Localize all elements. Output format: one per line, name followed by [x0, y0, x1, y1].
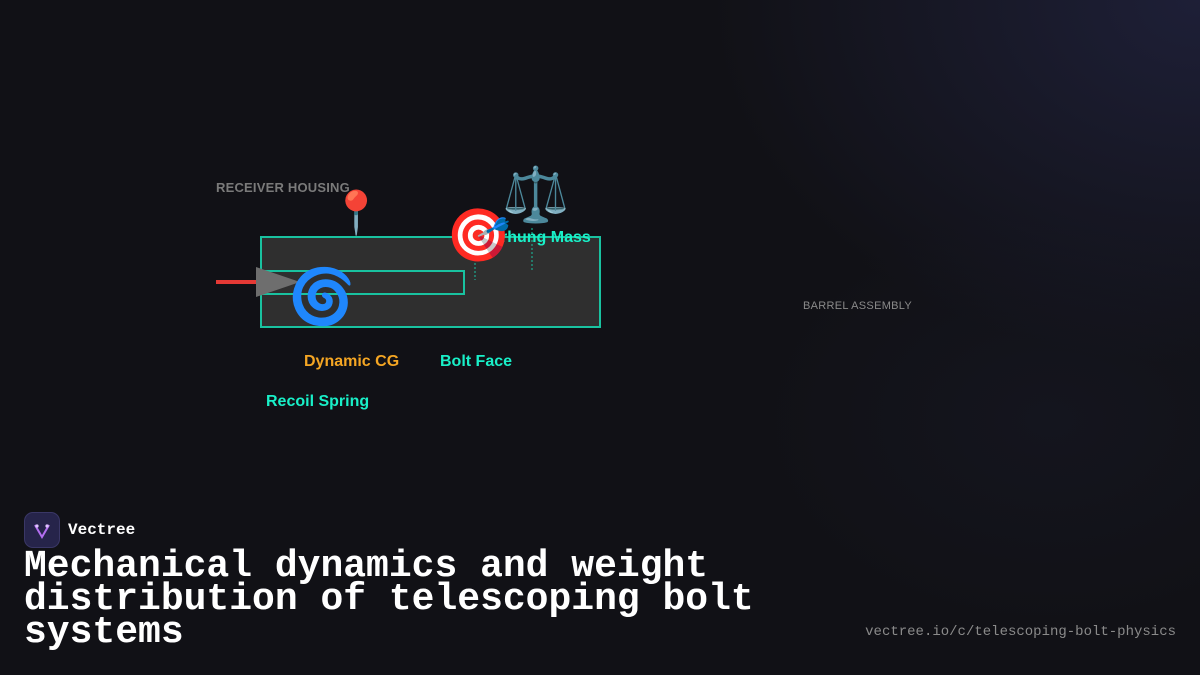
spiral-icon: 🌀	[288, 265, 356, 328]
mass-label: rhung Mass	[501, 229, 591, 246]
target-icon: 🎯	[446, 206, 511, 266]
pin-icon: 📍	[330, 188, 383, 237]
page-title: Mechanical dynamics and weight distribut…	[24, 545, 754, 654]
receiver-housing-label: RECEIVER HOUSING	[216, 180, 350, 195]
bolt-face-label: Bolt Face	[440, 353, 513, 370]
recoil-spring-label: Recoil Spring	[266, 393, 370, 410]
brand: Vectree	[24, 512, 135, 548]
vectree-logo-icon	[24, 512, 60, 548]
dynamic-cg-label: Dynamic CG	[304, 353, 400, 370]
source-url: vectree.io/c/telescoping-bolt-physics	[865, 624, 1176, 640]
force-arrow-head	[256, 267, 300, 297]
brand-name: Vectree	[68, 521, 136, 539]
scales-icon: ⚖️	[502, 163, 570, 226]
barrel-assembly-label: BARREL ASSEMBLY	[803, 300, 913, 312]
